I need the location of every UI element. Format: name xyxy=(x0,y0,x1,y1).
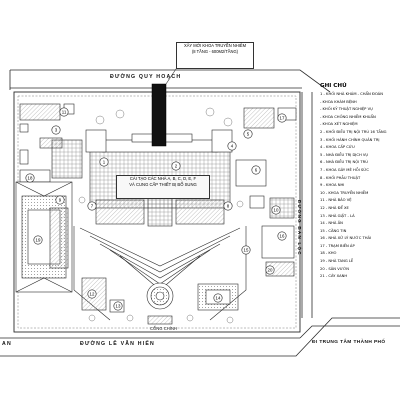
legend-item: 11 - NHÀ BẢO VỆ xyxy=(320,198,352,203)
legend: GHI CHÚ 1 - KHỐI NHÀ KHÁM - CHẨN ĐOÁN - K… xyxy=(320,83,398,281)
building-number: 6 xyxy=(255,168,258,173)
road-label-bottom: ĐƯỜNG LÊ VĂN HIẾN xyxy=(80,341,155,347)
building-number: 14 xyxy=(216,296,221,301)
legend-item: 7 - KHOA GÂY MÊ HỒI SỨC xyxy=(320,167,369,172)
building-number: 10 xyxy=(274,208,279,213)
trees xyxy=(78,107,244,324)
building-marker-18: 18 xyxy=(25,173,35,183)
building-marker-4: 4 xyxy=(227,141,237,151)
building-marker-10: 10 xyxy=(271,205,281,215)
legend-item: - KHOA KHÁM BỆNH xyxy=(320,99,357,104)
building-marker-12: 12 xyxy=(87,289,97,299)
building-marker-20: 20 xyxy=(265,265,275,275)
new-building xyxy=(151,83,167,147)
building-marker-3: 3 xyxy=(51,125,61,135)
building-number: 13 xyxy=(116,304,121,309)
building-marker-7: 7 xyxy=(87,201,97,211)
legend-item: 19 - NHÀ TANG LỄ xyxy=(320,259,354,264)
building-marker-5: 5 xyxy=(243,129,253,139)
building-marker-2: 2 xyxy=(171,161,181,171)
building-marker-14: 14 xyxy=(213,293,223,303)
legend-item: 21 - CÂY XANH xyxy=(320,274,348,279)
building-marker-8: 8 xyxy=(223,201,233,211)
building-number: 3 xyxy=(55,128,58,133)
legend-item: 2 - KHỐI ĐIỀU TRỊ NỘI TRÚ 16 TẦNG xyxy=(320,129,387,134)
legend-item: - KHOA XÉT NGHIỆM xyxy=(320,122,358,127)
building-marker-16: 16 xyxy=(277,231,287,241)
left-buildings xyxy=(19,103,83,183)
building-number: 1 xyxy=(103,160,106,165)
legend-item: 12 - NHÀ ĐỂ XE xyxy=(320,205,349,210)
fountain xyxy=(146,282,174,325)
roads xyxy=(0,69,400,357)
building-marker-1: 1 xyxy=(99,157,109,167)
legend-item: - KHỐI KỸ THUẬT NGHIỆP VỤ xyxy=(320,107,373,112)
building-number: 8 xyxy=(227,204,230,209)
road-label-bottom-right: ĐI TRUNG TÂM THÀNH PHỐ xyxy=(312,340,386,345)
building-number: 2 xyxy=(175,164,178,169)
road-label-right: ĐƯỜNG BẢN LỘC xyxy=(297,200,302,256)
building-marker-11: 11 xyxy=(59,107,69,117)
legend-item: - KHOA CHỐNG NHIỄM KHUẨN xyxy=(320,114,376,119)
building-number: 19 xyxy=(36,238,41,243)
legend-items: 1 - KHỐI NHÀ KHÁM - CHẨN ĐOÁN - KHOA KHÁM… xyxy=(320,91,398,281)
building-marker-9: 9 xyxy=(55,195,65,205)
road-label-top: ĐƯỜNG QUY HOẠCH xyxy=(110,74,182,80)
legend-item: 13 - NHÀ GIẶT - LÀ xyxy=(320,213,355,218)
building-marker-13: 13 xyxy=(113,301,123,311)
building-number: 9 xyxy=(59,198,62,203)
building-marker-6: 6 xyxy=(251,165,261,175)
new-building-callout: XÂY MỚI KHOA TRUYỀN NHIỄM (8 TẦNG - 600M… xyxy=(176,42,254,69)
legend-item: 9 - KHOA NHI xyxy=(320,183,345,188)
legend-item: 10 - KHOA TRUYỀN NHIỄM xyxy=(320,190,369,195)
legend-item: 3 - KHỐI HÀNH CHÍNH QUẢN TRỊ xyxy=(320,137,380,142)
legend-item: 20 - SÂN VƯỜN xyxy=(320,266,350,271)
legend-item: 1 - KHỐI NHÀ KHÁM - CHẨN ĐOÁN xyxy=(320,92,383,96)
building-number: 16 xyxy=(280,234,285,239)
reno-line-1: CẢI TẠO CÁC NHÀ A, B, C, D, E, F xyxy=(129,176,197,181)
gate-label: CỔNG CHÍNH xyxy=(150,326,177,331)
building-marker-17: 17 xyxy=(277,113,287,123)
legend-title: GHI CHÚ xyxy=(320,83,347,89)
building-number: 15 xyxy=(244,248,249,253)
legend-item: 15 - CĂNG TIN xyxy=(320,228,347,233)
renovation-callout: CẢI TẠO CÁC NHÀ A, B, C, D, E, F VÀ CUNG… xyxy=(116,175,210,199)
legend-item: 5 - NHÀ ĐIỀU TRỊ DỊCH VỤ xyxy=(320,152,369,157)
building-number: 17 xyxy=(280,116,285,121)
road-label-bottom-left: AN xyxy=(2,341,12,347)
legend-item: 17 - TRẠM BIẾN ÁP xyxy=(320,243,355,248)
building-marker-15: 15 xyxy=(241,245,251,255)
building-marker-19: 19 xyxy=(33,235,43,245)
building-number: 7 xyxy=(91,204,94,209)
building-number: 4 xyxy=(231,144,234,149)
reno-line-2: VÀ CUNG CẤP THIẾT BỊ BỔ SUNG xyxy=(129,182,197,187)
building-number: 12 xyxy=(90,292,95,297)
legend-item: 6 - NHÀ ĐIỀU TRỊ NỘI TRÚ xyxy=(320,160,368,165)
legend-item: 8 - KHỐI PHẪU THUẬT xyxy=(320,175,361,180)
right-buildings xyxy=(235,107,297,277)
building-number: 18 xyxy=(28,176,33,181)
legend-item: 18 - KHO xyxy=(320,251,337,256)
building-number: 20 xyxy=(268,268,273,273)
legend-item: 4 - KHOA CẤP CỨU xyxy=(320,145,355,150)
building-number: 11 xyxy=(62,110,67,115)
callout-line-2: (8 TẦNG - 600M2/TẦNG) xyxy=(191,49,239,54)
building-number: 5 xyxy=(247,132,250,137)
legend-item: 14 - NHÀ ĂN xyxy=(320,221,343,226)
callout-line-1: XÂY MỚI KHOA TRUYỀN NHIỄM xyxy=(183,43,247,48)
legend-item: 16 - NHÀ XỬ LÝ NƯỚC THẢI xyxy=(320,236,372,241)
